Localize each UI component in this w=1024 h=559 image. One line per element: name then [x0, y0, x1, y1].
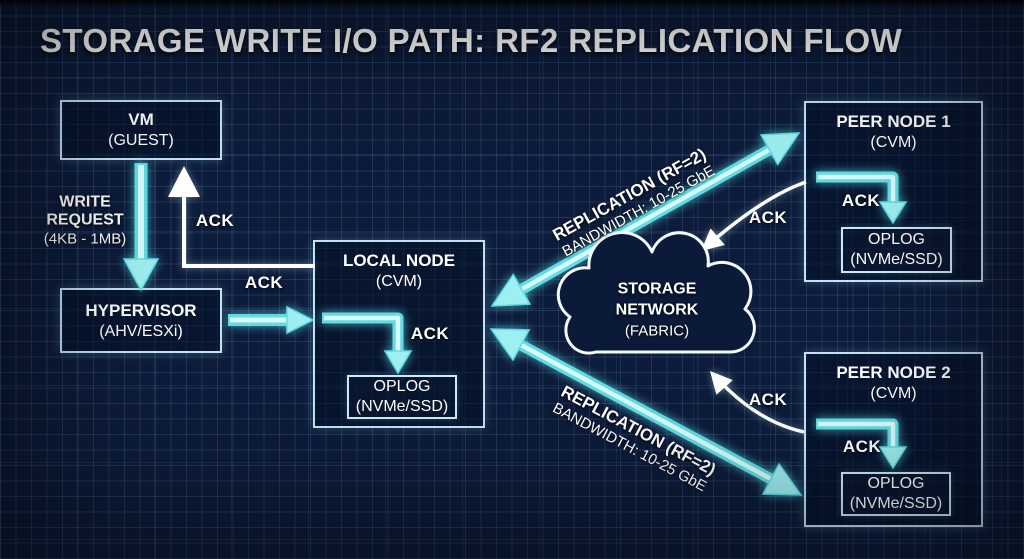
local-node-ack-label: ACK — [410, 324, 450, 343]
peer-node-2-title: PEER NODE 2 — [836, 363, 951, 382]
network-ack-bottom-label: ACK — [748, 390, 788, 409]
peer-node-2-oplog-box: OPLOG (NVMe/SSD) — [841, 472, 951, 516]
peer-node-1-oplog-title: OPLOG — [868, 231, 925, 248]
replication-top-label: REPLICATION (RF=2) BANDWIDTH: 10-25 GbE — [550, 145, 719, 262]
vm-node-title: VM — [128, 110, 154, 129]
write-request-label-text: WRITE REQUEST — [46, 193, 124, 229]
write-request-size-text: (4KB - 1MB) — [43, 230, 127, 248]
hypervisor-node-header: HYPERVISOR (AHV/ESXi) — [85, 300, 196, 342]
replication-arrow-peer-2-icon — [489, 328, 803, 496]
vm-node-header: VM (GUEST) — [108, 109, 174, 151]
replication-bottom-label: REPLICATION (RF=2) BANDWIDTH: 10-25 GbE — [549, 382, 719, 496]
peer-node-2-subtitle: (CVM) — [870, 385, 917, 402]
storage-network-line2: NETWORK — [615, 301, 699, 319]
local-oplog-box: OPLOG (NVMe/SSD) — [347, 375, 457, 419]
hypervisor-node-subtitle: (AHV/ESXi) — [99, 322, 183, 340]
peer-node-1-box: PEER NODE 1 (CVM) OPLOG (NVMe/SSD) — [804, 101, 983, 282]
storage-network-subtitle: (FABRIC) — [624, 322, 690, 340]
local-node-box: LOCAL NODE (CVM) OPLOG (NVMe/SSD) — [313, 240, 485, 428]
network-ack-top-label: ACK — [748, 208, 788, 227]
vm-node-subtitle: (GUEST) — [108, 132, 174, 149]
local-node-title: LOCAL NODE — [342, 251, 456, 270]
peer-node-2-oplog-title: OPLOG — [867, 475, 925, 492]
hypervisor-to-local-arrow-icon — [228, 305, 315, 335]
local-node-subtitle: (CVM) — [375, 273, 423, 290]
ack-arrow-local-to-vm-icon — [168, 166, 315, 268]
peer-node-1-oplog-box: OPLOG (NVMe/SSD) — [841, 227, 952, 273]
peer-node-1-header: PEER NODE 1 (CVM) — [806, 103, 981, 153]
page-title: STORAGE WRITE I/O PATH: RF2 REPLICATION … — [40, 22, 903, 59]
peer-node-2-oplog-subtitle: (NVMe/SSD) — [849, 495, 943, 512]
write-request-label: WRITE REQUEST (4KB - 1MB) — [30, 194, 140, 249]
peer-node-1-ack-label: ACK — [841, 191, 881, 210]
peer-node-2-ack-label: ACK — [842, 437, 882, 456]
hypervisor-node-box: HYPERVISOR (AHV/ESXi) — [60, 288, 222, 353]
storage-network-label: STORAGE NETWORK (FABRIC) — [616, 279, 699, 342]
storage-network-line1: STORAGE — [617, 280, 697, 298]
local-node-header: LOCAL NODE (CVM) — [315, 242, 483, 292]
vm-node-box: VM (GUEST) — [60, 100, 222, 160]
local-oplog-subtitle: (NVMe/SSD) — [355, 398, 449, 415]
local-oplog-title: OPLOG — [373, 378, 431, 395]
peer-node-1-title: PEER NODE 1 — [836, 112, 951, 131]
peer-node-2-header: PEER NODE 2 (CVM) — [806, 354, 981, 404]
peer-node-1-subtitle: (CVM) — [870, 134, 917, 151]
hypervisor-ack-label: ACK — [244, 273, 284, 292]
peer-node-1-oplog-subtitle: (NVMe/SSD) — [850, 251, 943, 268]
peer-node-2-box: PEER NODE 2 (CVM) OPLOG (NVMe/SSD) — [804, 352, 983, 527]
vm-ack-label: ACK — [195, 211, 235, 230]
hypervisor-node-title: HYPERVISOR — [85, 300, 197, 320]
